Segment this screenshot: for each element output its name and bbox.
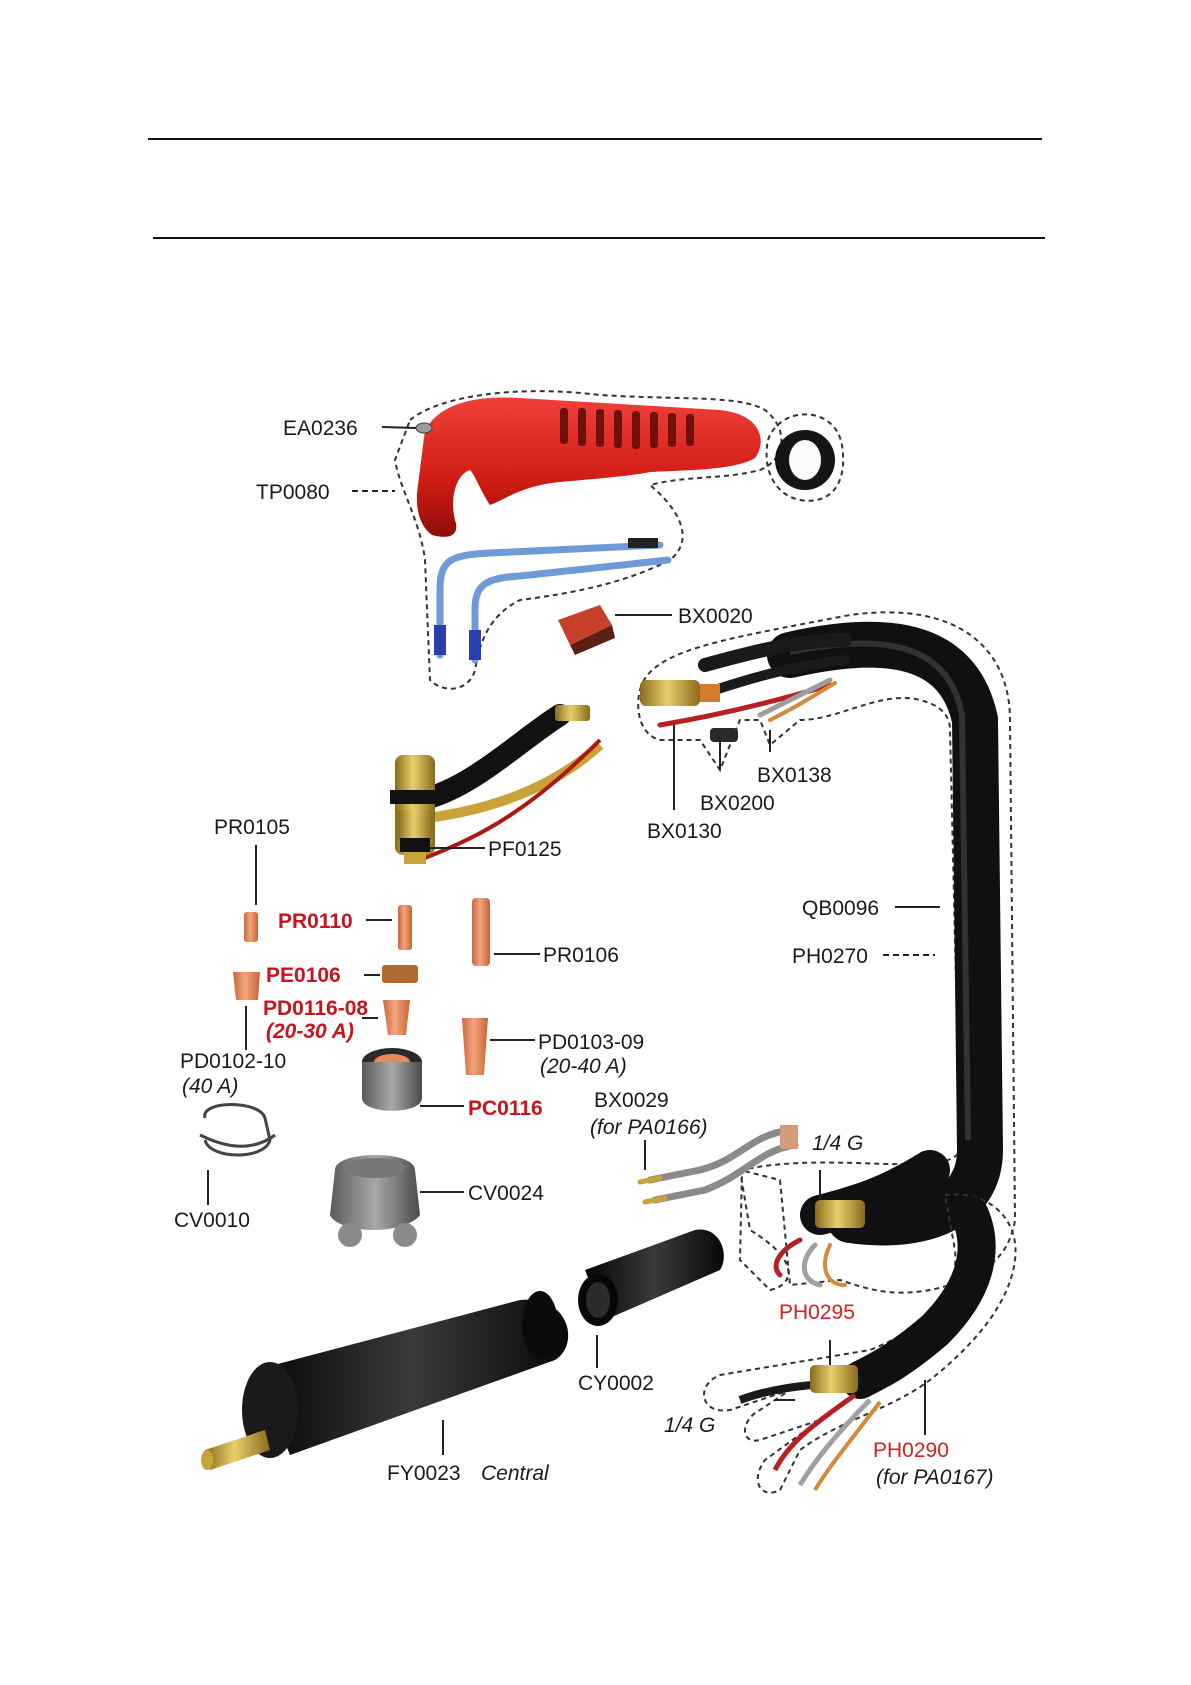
label-bx0020: BX0020	[678, 605, 753, 628]
label-quarter-g-bottom: 1/4 G	[664, 1414, 715, 1437]
electrode-pr0105	[244, 912, 258, 942]
label-bx0130: BX0130	[647, 820, 722, 843]
electrode-pr0106	[472, 898, 490, 966]
switch-bx0020	[558, 605, 615, 655]
label-ph0290: PH0290	[873, 1439, 949, 1462]
spacer-cv0010	[200, 1105, 275, 1156]
label-pd0116-note: (20-30 A)	[266, 1020, 354, 1043]
electrode-pr0110	[398, 905, 412, 950]
label-qb0096: QB0096	[802, 897, 879, 920]
trigger-wires	[434, 538, 668, 660]
label-pc0116: PC0116	[468, 1097, 543, 1120]
cap-pc0116	[362, 1048, 422, 1111]
label-pd0103-note: (20-40 A)	[540, 1055, 627, 1078]
label-cy0002: CY0002	[578, 1372, 654, 1395]
handle-ring	[767, 414, 844, 500]
label-fy0023-note: Central	[481, 1462, 550, 1485]
label-ph0270: PH0270	[792, 945, 868, 968]
label-fy0023: FY0023	[387, 1462, 461, 1485]
label-ea0236: EA0236	[283, 417, 358, 440]
holder-cv0024	[330, 1155, 420, 1247]
central-connector-fy0023	[201, 1291, 568, 1470]
label-pd0116: PD0116-08	[263, 997, 368, 1020]
sleeve-cy0002	[578, 1229, 724, 1326]
label-pr0106: PR0106	[543, 944, 619, 967]
torch-handle	[417, 397, 761, 536]
label-pd0102: PD0102-10	[180, 1050, 286, 1073]
screw-ea0236	[416, 423, 432, 433]
label-pd0103: PD0103-09	[538, 1031, 644, 1054]
label-pr0105: PR0105	[214, 816, 290, 839]
label-pf0125: PF0125	[488, 838, 562, 861]
label-pd0102-note: (40 A)	[182, 1075, 238, 1098]
label-cv0024: CV0024	[468, 1182, 544, 1205]
label-quarter-g-top: 1/4 G	[812, 1132, 863, 1155]
label-ph0295: PH0295	[779, 1301, 855, 1324]
label-bx0029-note: (for PA0166)	[590, 1116, 708, 1139]
label-tp0080: TP0080	[256, 481, 330, 504]
nozzle-pd0102-10	[233, 972, 260, 1000]
diffuser-pe0106	[382, 965, 418, 983]
label-pr0110: PR0110	[278, 910, 353, 933]
label-bx0200: BX0200	[700, 792, 775, 815]
nozzle-pd0116-08	[383, 1000, 410, 1035]
label-cv0010: CV0010	[174, 1209, 250, 1232]
label-ph0290-note: (for PA0167)	[876, 1466, 994, 1489]
nozzle-pd0103-09	[462, 1018, 488, 1075]
label-bx0029: BX0029	[594, 1089, 669, 1112]
label-bx0138: BX0138	[757, 764, 832, 787]
label-pe0106: PE0106	[266, 964, 341, 987]
